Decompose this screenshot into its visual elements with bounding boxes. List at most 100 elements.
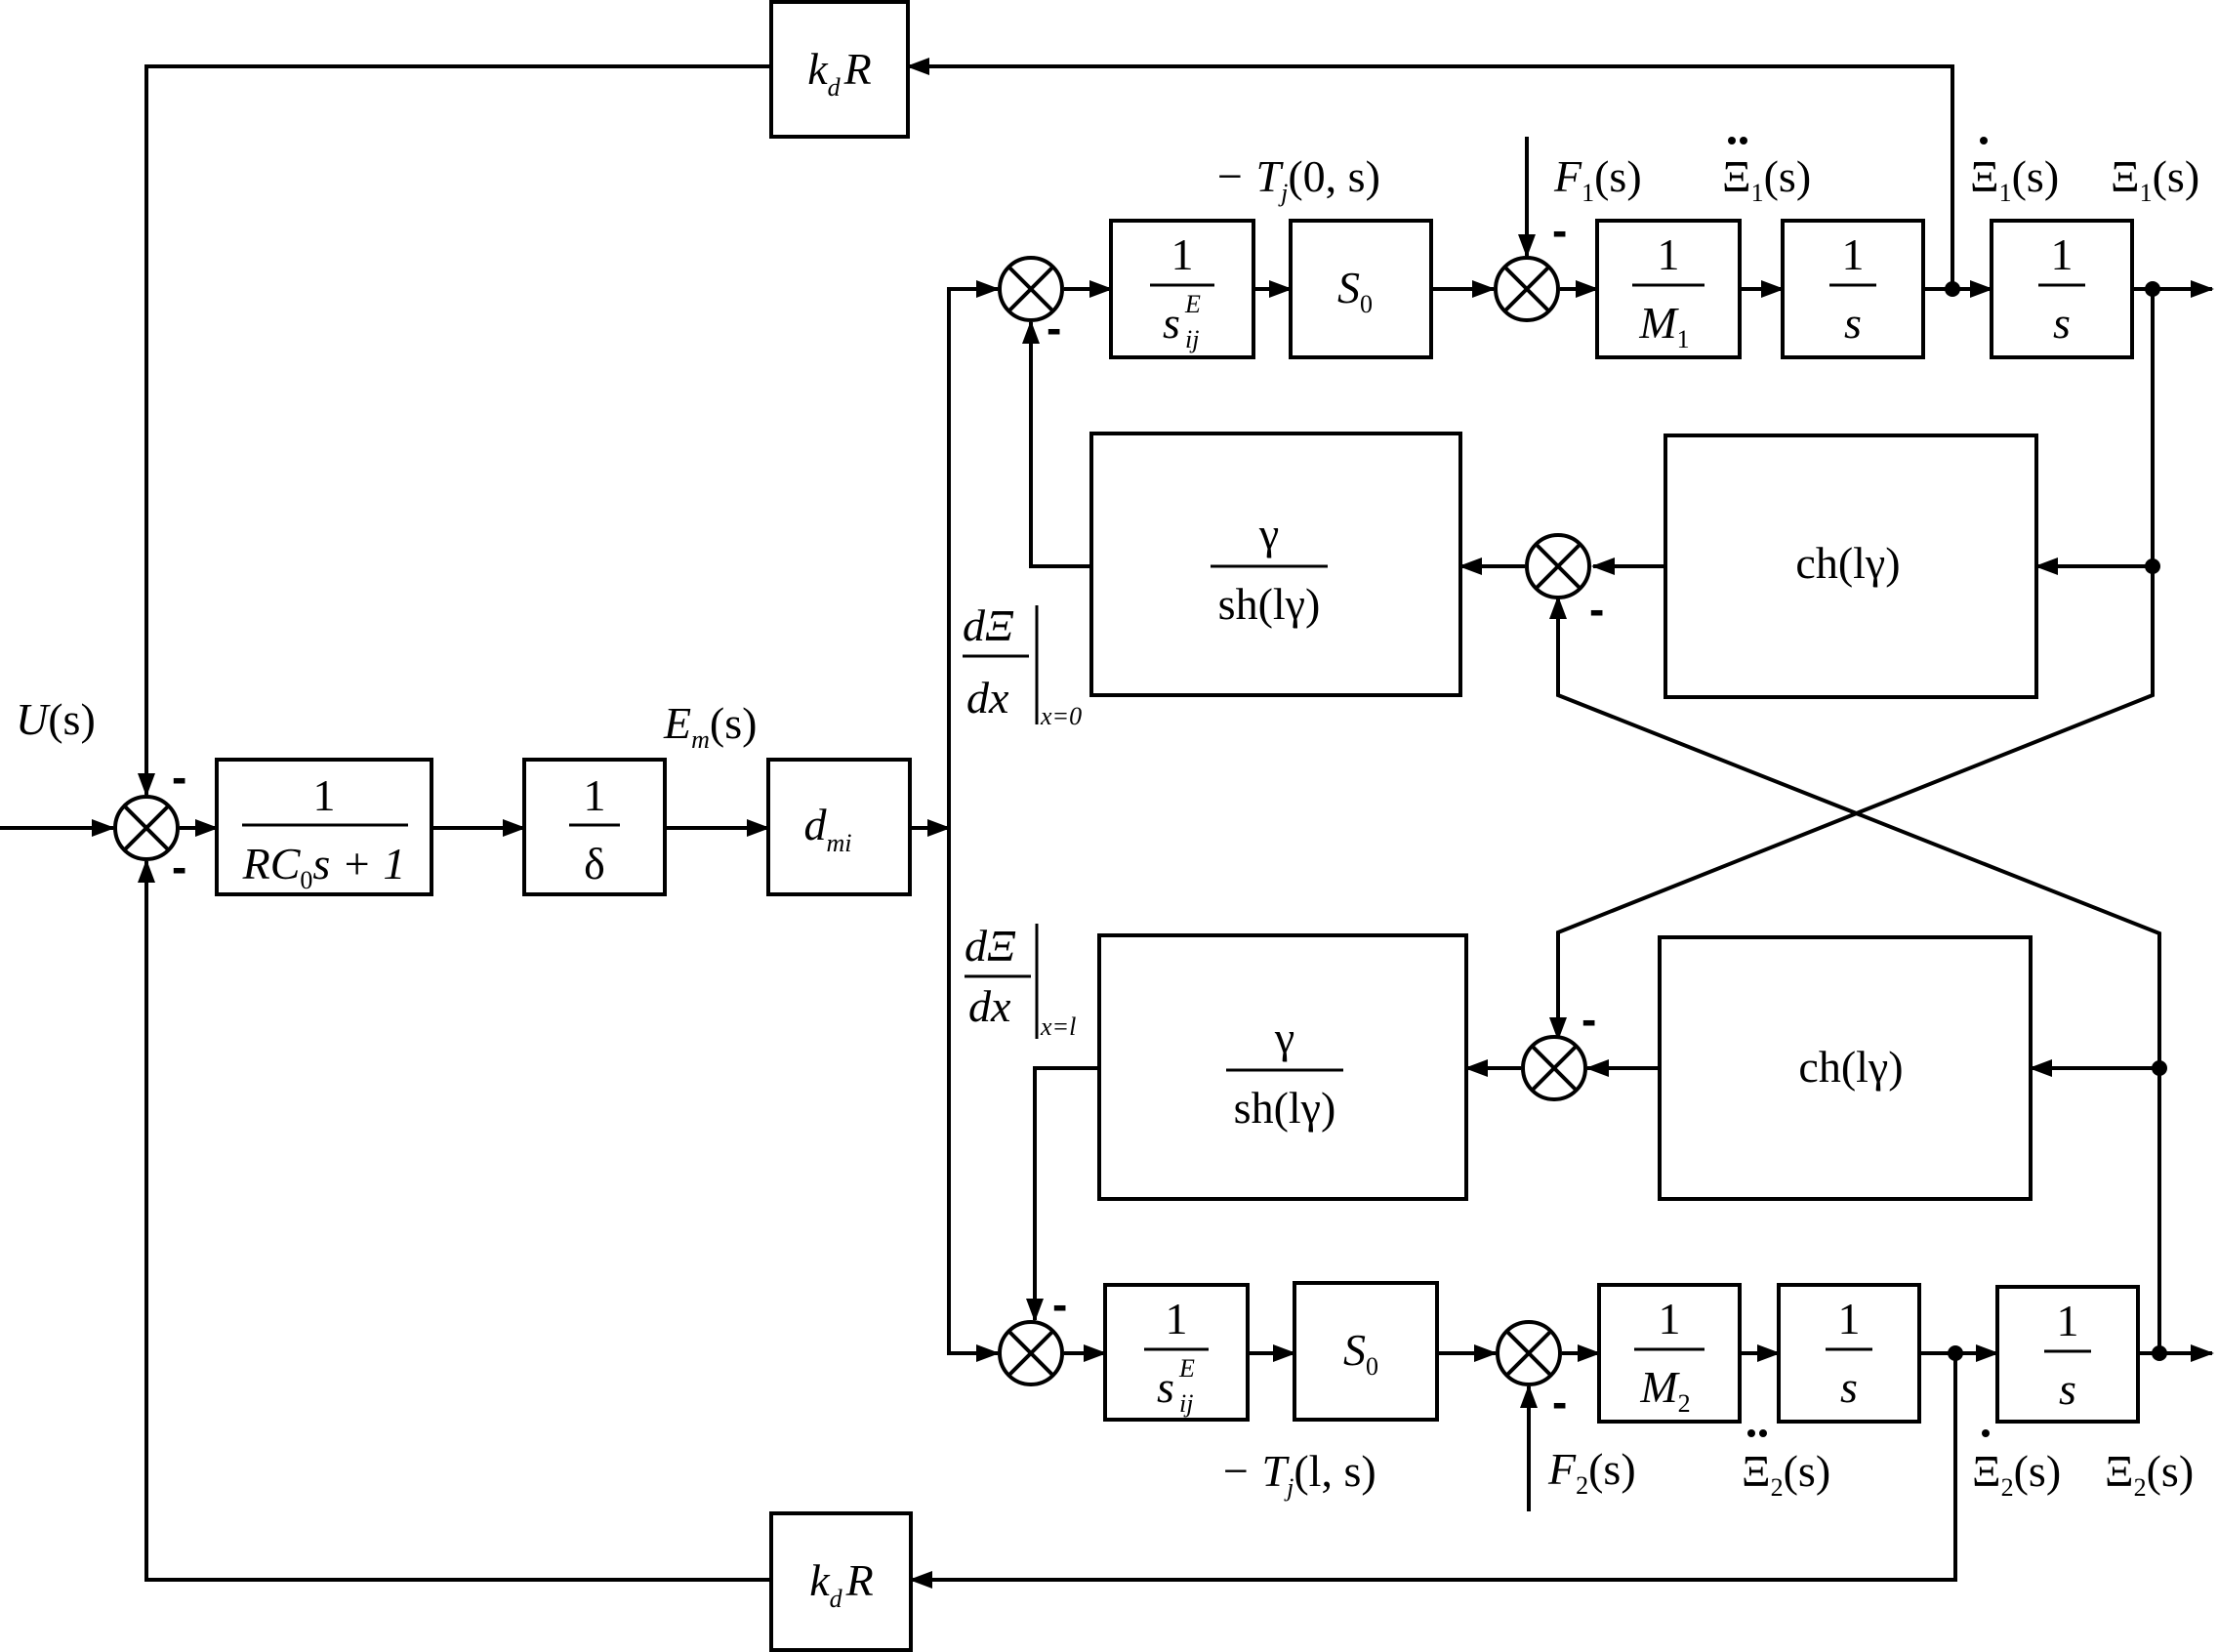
- junction-dot: [1948, 1345, 1963, 1361]
- svg-text:1: 1: [1659, 1294, 1681, 1343]
- svg-text:dΞ: dΞ: [965, 921, 1016, 971]
- wire-xi1dot-to-kdr-top: [906, 58, 1954, 291]
- block-compliance-top: 1 s E ij: [1109, 219, 1255, 359]
- svg-text:δ: δ: [584, 839, 605, 888]
- svg-text:ch(lγ): ch(lγ): [1798, 1042, 1903, 1092]
- svg-text:1: 1: [1166, 1294, 1188, 1343]
- svg-text:kdR: kdR: [809, 1555, 874, 1613]
- label-strain-x0: dΞ dx x=0: [963, 600, 1082, 730]
- svg-text:kdR: kdR: [807, 44, 872, 102]
- label-f1: F1(s): [1553, 151, 1642, 207]
- svg-text:1: 1: [2051, 229, 2074, 279]
- sum-junction-input: [113, 795, 180, 861]
- block-ch-bottom: ch(lγ): [1658, 935, 2033, 1201]
- block-ch-top: ch(lγ): [1664, 434, 2038, 699]
- label-xi1-displacement: Ξ1(s): [2111, 151, 2199, 207]
- svg-text:1: 1: [1171, 229, 1194, 279]
- svg-text:M1: M1: [1638, 298, 1689, 353]
- junction-dot: [2152, 1060, 2167, 1076]
- block-integrator-top-2: 1 s: [1990, 219, 2134, 359]
- svg-text:E: E: [1184, 290, 1201, 318]
- minus-signs: - - - - - - - -: [172, 205, 1604, 1427]
- block-compliance-bottom: 1 s E ij: [1103, 1283, 1250, 1422]
- minus-sign: -: [1589, 584, 1604, 635]
- wire-kdr-top-to-input-sum: [138, 64, 771, 797]
- junction-dots: [1945, 281, 2167, 1361]
- svg-text:sh(lγ): sh(lγ): [1234, 1083, 1336, 1133]
- wire-branch-to-bottom-sum: [947, 828, 1000, 1362]
- block-dmi: dmi: [766, 758, 912, 896]
- label-xi1-velocity: Ξ1(s): [1970, 137, 2059, 207]
- block-integrator-bottom-1: 1 s: [1777, 1283, 1921, 1424]
- minus-sign: -: [1052, 1279, 1067, 1330]
- wire-xi2dot-to-kdr-bottom: [909, 1351, 1957, 1589]
- label-strain-xl: dΞ dx x=l: [965, 921, 1076, 1041]
- svg-text:s: s: [2053, 298, 2071, 348]
- wire-kdr-bottom-to-input-sum: [138, 859, 771, 1582]
- wire-top-sh-to-compliance-sum: [1022, 320, 1091, 568]
- minus-sign: -: [1552, 1377, 1567, 1427]
- block-kdr-top: kdR: [769, 0, 910, 139]
- signal-lines: [0, 58, 2214, 1589]
- block-integrator-bottom-2: 1 s: [1995, 1285, 2140, 1424]
- svg-text:1: 1: [2057, 1296, 2079, 1345]
- minus-sign: -: [172, 842, 186, 892]
- svg-text:sh(lγ): sh(lγ): [1218, 579, 1321, 629]
- svg-text:γ: γ: [1274, 1012, 1294, 1062]
- svg-text:dmi: dmi: [804, 800, 852, 857]
- block-s0-bottom: S0: [1293, 1281, 1439, 1422]
- minus-sign: -: [172, 752, 186, 803]
- block-integrator-top-1: 1 s: [1781, 219, 1925, 359]
- svg-text:S0: S0: [1343, 1325, 1378, 1381]
- svg-text:1: 1: [1658, 229, 1680, 279]
- label-input-u: U(s): [16, 694, 96, 744]
- svg-text:x=0: x=0: [1040, 702, 1082, 730]
- svg-text:1: 1: [1842, 229, 1865, 279]
- sum-junction-bottom-ch: [1521, 1035, 1587, 1101]
- svg-text:dΞ: dΞ: [963, 600, 1014, 650]
- svg-text:s: s: [1163, 298, 1180, 348]
- label-xi1-acceleration: Ξ1(s): [1722, 137, 1811, 207]
- svg-text:1: 1: [584, 770, 606, 820]
- svg-text:1: 1: [313, 770, 336, 820]
- block-m1: 1 M1: [1595, 219, 1742, 359]
- label-tj-l: − Tj(l, s): [1220, 1446, 1376, 1502]
- minus-sign: -: [1581, 994, 1596, 1045]
- wire-branch-to-top-sum: [947, 280, 1000, 828]
- svg-text:s: s: [2059, 1364, 2076, 1414]
- svg-text:dx: dx: [968, 981, 1011, 1031]
- svg-text:Ξ2(s): Ξ2(s): [1972, 1446, 2061, 1502]
- svg-text:1: 1: [1838, 1294, 1861, 1343]
- minus-sign: -: [1047, 303, 1061, 353]
- svg-text:s: s: [1157, 1362, 1174, 1412]
- label-xi2-velocity: Ξ2(s): [1972, 1429, 2061, 1502]
- block-s0-top: S0: [1289, 219, 1433, 359]
- svg-text:E: E: [1178, 1354, 1195, 1383]
- block-kdr-bottom: kdR: [769, 1511, 913, 1652]
- svg-text:RC0s + 1: RC0s + 1: [242, 839, 406, 894]
- svg-text:γ: γ: [1258, 509, 1279, 558]
- junction-dot: [2145, 558, 2160, 574]
- label-f2: F2(s): [1547, 1444, 1636, 1500]
- wire-bottom-sh-to-compliance-sum: [1026, 1066, 1099, 1322]
- junction-dot: [2152, 1345, 2167, 1361]
- junction-dot: [2145, 281, 2160, 297]
- block-rc-filter: 1 RC0s + 1: [215, 758, 433, 896]
- sum-junction-top-force: [1494, 256, 1560, 322]
- svg-text:ij: ij: [1185, 325, 1199, 353]
- block-gamma-sh-bottom: γ sh(lγ): [1097, 933, 1468, 1201]
- svg-text:M2: M2: [1639, 1362, 1690, 1418]
- block-m2: 1 M2: [1597, 1283, 1742, 1424]
- svg-text:Ξ1(s): Ξ1(s): [1722, 151, 1811, 207]
- sum-junction-bottom-force: [1496, 1320, 1562, 1386]
- svg-text:ch(lγ): ch(lγ): [1795, 538, 1900, 588]
- label-tj-0: − Tj(0, s): [1214, 151, 1380, 207]
- svg-text:Ξ1(s): Ξ1(s): [1970, 151, 2059, 207]
- svg-text:dx: dx: [966, 673, 1009, 723]
- sum-junction-bottom-compliance: [998, 1320, 1064, 1386]
- svg-text:x=l: x=l: [1040, 1012, 1076, 1041]
- svg-text:ij: ij: [1179, 1389, 1193, 1418]
- svg-text:s: s: [1840, 1362, 1858, 1412]
- sum-junction-top-ch: [1525, 533, 1591, 599]
